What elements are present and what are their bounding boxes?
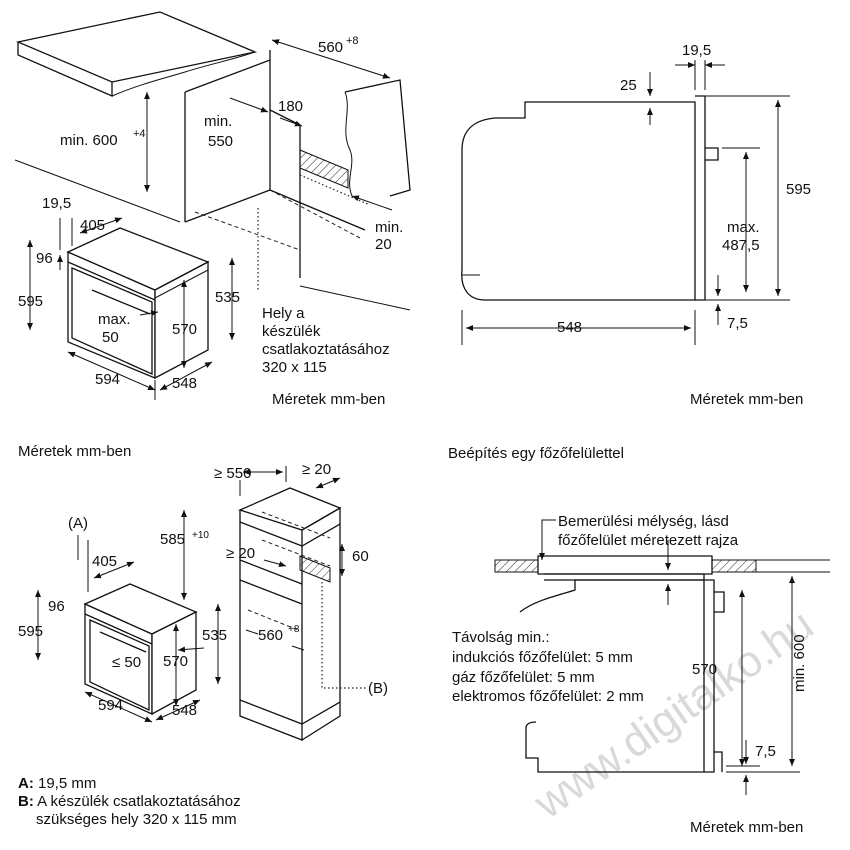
caption-top-left: Méretek mm-ben: [272, 391, 385, 408]
caption-bottom-right: Méretek mm-ben: [690, 819, 803, 836]
dim-570: 570: [692, 661, 717, 678]
dim-595: 595: [18, 293, 43, 310]
dim-548: 548: [172, 702, 197, 719]
dim-594: 594: [98, 697, 123, 714]
dim-min550-b: 550: [208, 133, 233, 150]
dim-max487-a: max.: [727, 219, 760, 236]
note2-line-1: Távolság min.:: [452, 629, 550, 646]
watermark-text: www.digitalko.hu: [525, 600, 822, 829]
legend-b2-text: szükséges hely 320 x 115 mm: [36, 811, 237, 828]
dim-570: 570: [163, 653, 188, 670]
dim-19-5: 19,5: [42, 195, 71, 212]
dim-535: 535: [202, 627, 227, 644]
label-a: (A): [68, 515, 88, 532]
dim-max50-a: max.: [98, 311, 131, 328]
dim-548: 548: [557, 319, 582, 336]
dim-548: 548: [172, 375, 197, 392]
dim-min20-b: 20: [375, 236, 392, 253]
dim-max487-b: 487,5: [722, 237, 760, 254]
dim-le50: ≤ 50: [112, 654, 141, 671]
legend-a: A: 19,5 mm: [18, 775, 96, 792]
dim-ge550: ≥ 550: [214, 465, 251, 482]
dim-560: 560: [318, 39, 343, 56]
dim-7-5: 7,5: [755, 743, 776, 760]
dim-585: 585: [160, 531, 185, 548]
legend-a-text: 19,5 mm: [34, 775, 97, 792]
dim-min20-a: min.: [375, 219, 403, 236]
note1-line-1: Bemerülési mélység, lásd: [558, 513, 729, 530]
dim-19-5: 19,5: [682, 42, 711, 59]
legend-b-text: A készülék csatlakoztatásához: [34, 793, 241, 810]
label-b: (B): [368, 680, 388, 697]
dim-585-sup: +10: [192, 530, 209, 541]
note2-line-3: gáz főzőfelület: 5 mm: [452, 669, 595, 686]
panel-bottom-right: Beépítés egy főzőfelülettel Bemerülési m…: [448, 445, 830, 836]
dim-96: 96: [36, 250, 53, 267]
dim-7-5: 7,5: [727, 315, 748, 332]
dim-60: 60: [352, 548, 369, 565]
dim-min600: min. 600: [791, 634, 808, 692]
dim-96: 96: [48, 598, 65, 615]
dim-570: 570: [172, 321, 197, 338]
dim-25: 25: [620, 77, 637, 94]
note2-line-2: indukciós főzőfelület: 5 mm: [452, 649, 633, 666]
dim-min600-sup: +4: [133, 128, 146, 140]
legend-a-key: A:: [18, 775, 34, 792]
panel-top-right: 19,5 25 595 max. 487,5 7,5 548 Méretek m…: [461, 42, 811, 408]
note-line-1: Hely a: [262, 305, 305, 322]
caption-top-right: Méretek mm-ben: [690, 391, 803, 408]
dim-560-sup: +8: [346, 35, 359, 47]
dim-560-sup: +8: [288, 624, 300, 635]
note2-line-4: elektromos főzőfelület: 2 mm: [452, 688, 644, 705]
dim-405: 405: [80, 217, 105, 234]
caption-bottom-left: Méretek mm-ben: [18, 443, 131, 460]
note-line-4: 320 x 115: [262, 359, 327, 376]
dim-ge20-top: ≥ 20: [302, 461, 331, 478]
dim-594: 594: [95, 371, 120, 388]
dim-595: 595: [18, 623, 43, 640]
dim-min600: min. 600: [60, 132, 118, 149]
panel-top-left: 560 +8 min. 600 +4 min. 550 180 min. 20 …: [14, 11, 411, 408]
note1-line-2: főzőfelület méretezett rajza: [558, 532, 739, 549]
dim-405: 405: [92, 553, 117, 570]
dim-180: 180: [278, 98, 303, 115]
dim-min550-a: min.: [204, 113, 232, 130]
dim-ge20-mid: ≥ 20: [226, 545, 255, 562]
title-bottom-right: Beépítés egy főzőfelülettel: [448, 445, 624, 462]
panel-bottom-left: Méretek mm-ben (A) 405 96 595 ≤ 50 570 5…: [18, 443, 388, 828]
dim-535: 535: [215, 289, 240, 306]
legend-b: B: A készülék csatlakoztatásához: [18, 793, 241, 810]
note-line-2: készülék: [262, 323, 321, 340]
legend-b-key: B:: [18, 793, 34, 810]
note-line-3: csatlakoztatásához: [262, 341, 390, 358]
dim-max50-b: 50: [102, 329, 119, 346]
dim-595: 595: [786, 181, 811, 198]
dim-560: 560: [258, 627, 283, 644]
